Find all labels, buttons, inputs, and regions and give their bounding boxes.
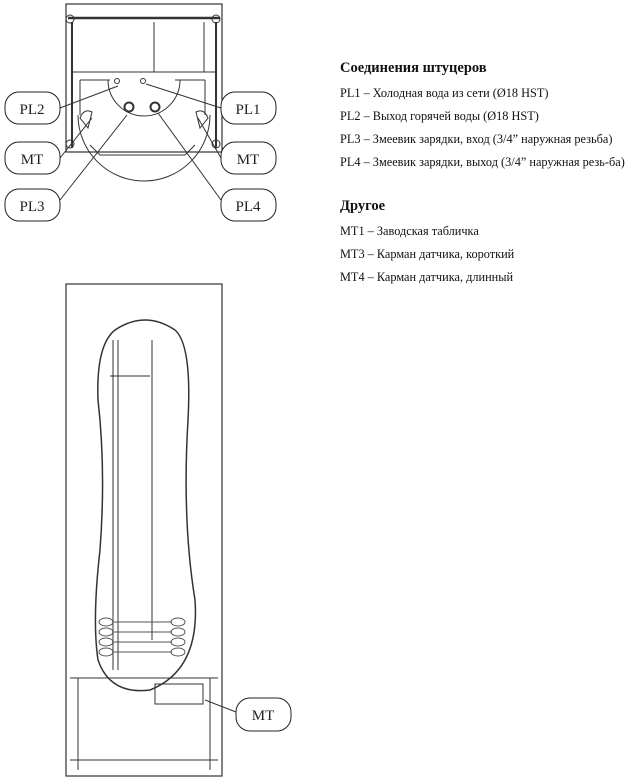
legend-item-mt1: MT1 – Заводская табличка — [340, 224, 479, 238]
label-pl4: PL4 — [235, 199, 261, 215]
other-heading: Другое — [340, 198, 386, 214]
legend-item-pl4: PL4 – Змеевик зарядки, выход (3/4” наруж… — [340, 155, 625, 169]
label-pl1: PL1 — [235, 102, 260, 118]
top-view — [59, 3, 223, 201]
legend-item-mt4: MT4 – Карман датчика, длинный — [340, 270, 514, 284]
legend-item-pl2: PL2 – Выход горячей воды (Ø18 HST) — [340, 109, 539, 123]
connections-heading: Соединения штуцеров — [340, 60, 487, 76]
label-mt-right: MT — [237, 152, 260, 168]
label-mt-left: MT — [21, 152, 44, 168]
legend-item-pl1: PL1 – Холодная вода из сети (Ø18 HST) — [340, 86, 549, 100]
legend-item-mt3: MT3 – Карман датчика, короткий — [340, 247, 515, 261]
legend: Соединения штуцеров PL1 – Холодная вода … — [340, 60, 640, 293]
label-bubbles — [4, 91, 292, 732]
label-pl2: PL2 — [19, 102, 44, 118]
heating-coil — [98, 617, 186, 657]
label-mt-bottom: MT — [252, 708, 275, 724]
legend-item-pl3: PL3 – Змеевик зарядки, вход (3/4” наружн… — [340, 132, 613, 146]
front-view — [65, 283, 237, 777]
label-pl3: PL3 — [19, 199, 44, 215]
